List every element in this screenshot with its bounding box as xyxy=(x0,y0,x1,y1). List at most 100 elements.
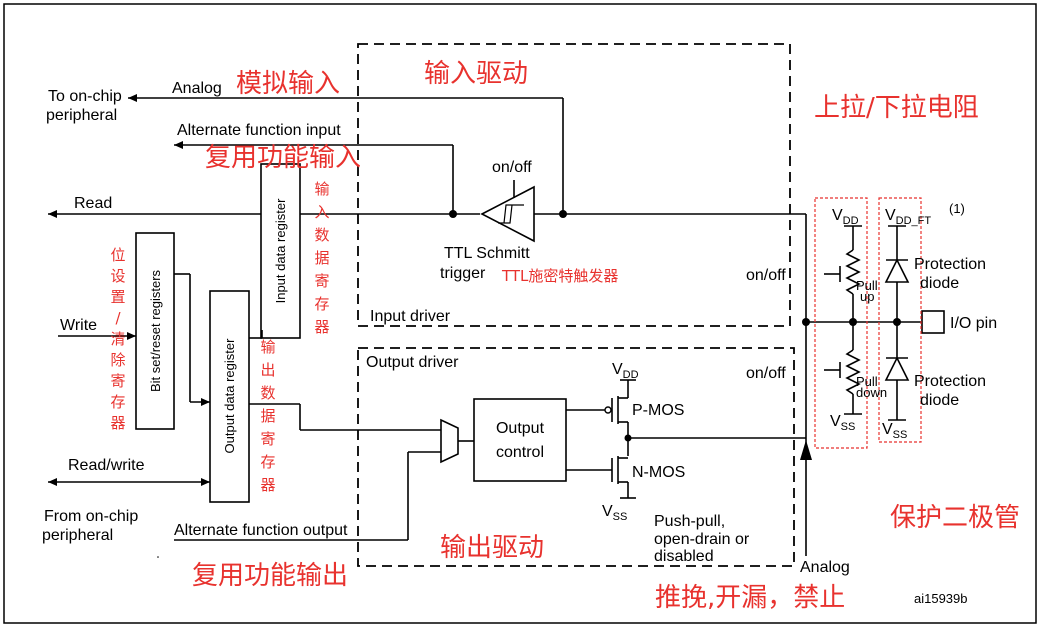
cn-output-data-register-char: 据 xyxy=(260,407,275,425)
pull-resistor-group xyxy=(814,197,868,449)
hysteresis-icon xyxy=(498,204,524,224)
cn-analog-input: 模拟输入 xyxy=(236,69,340,99)
pullup-on-off-label: on/off xyxy=(746,267,786,284)
pulldown-on-off-label: on/off xyxy=(746,365,786,382)
protection-diode-bottom-label-2: diode xyxy=(920,392,959,409)
output-driver-box xyxy=(357,347,795,567)
cn-output-data-register-char: 数 xyxy=(260,384,275,402)
cn-alt-func-output: 复用功能输出 xyxy=(192,561,348,591)
peripheral-top-label: peripheral xyxy=(46,107,117,124)
cn-input-data-register-char: 数 xyxy=(314,226,329,244)
output-data-register-box xyxy=(209,290,250,503)
outer-frame xyxy=(3,3,1037,624)
vdd-ft-note: (1) xyxy=(949,201,965,216)
push-pull-label-1: Push-pull, xyxy=(654,513,725,530)
vdd-pull-label: VDD xyxy=(832,207,859,227)
cn-protection-diode: 保护二极管 xyxy=(890,503,1020,533)
pullup-resistor xyxy=(845,249,861,295)
cn-output-data-register-char: 出 xyxy=(260,361,275,379)
ttl-schmitt-label: TTL Schmitt xyxy=(444,245,530,262)
cn-output-data-register-char: 器 xyxy=(260,476,275,494)
cn-output-data-register-char: 存 xyxy=(260,453,275,471)
alt-func-input-label: Alternate function input xyxy=(177,122,341,139)
protection-diode-bottom xyxy=(884,356,910,381)
input-driver-label: Input driver xyxy=(370,308,451,325)
protection-diode-top-label-1: Protection xyxy=(914,256,986,273)
pull-down-label-2: down xyxy=(856,385,887,400)
push-pull-label-3: disabled xyxy=(654,548,714,565)
pmos-label: P-MOS xyxy=(632,402,684,419)
junction-dot xyxy=(559,210,567,218)
trigger-label: trigger xyxy=(440,265,486,282)
output-control-label-2: control xyxy=(496,444,544,461)
pull-up-label-1: Pull xyxy=(856,278,878,293)
cn-output-data-register-char: 输 xyxy=(260,338,275,356)
cn-alt-func-input: 复用功能输入 xyxy=(205,143,361,173)
cn-input-data-register-char: 器 xyxy=(314,318,329,336)
output-control-label-1: Output xyxy=(496,420,545,437)
analog-arrow xyxy=(800,440,812,460)
cn-bit-set-reset-char: 设 xyxy=(110,267,125,285)
cn-input-drive: 输入驱动 xyxy=(424,59,528,89)
cn-bit-set-reset-char: / xyxy=(115,309,121,327)
protection-diode-group xyxy=(878,197,922,443)
input-data-register-label: Input data register xyxy=(273,198,288,303)
cn-bit-set-reset-char: 器 xyxy=(110,414,125,432)
pull-up-label-2: up xyxy=(860,289,874,304)
vss-out-label: VSS xyxy=(602,503,627,523)
cn-input-data-register-char: 存 xyxy=(314,295,329,313)
bit-set-reset-box xyxy=(135,232,175,430)
push-pull-label-2: open-drain or xyxy=(654,531,750,548)
output-data-register-label: Output data register xyxy=(222,338,237,454)
output-driver-label: Output driver xyxy=(366,354,459,371)
cn-bit-set-reset-char: 寄 xyxy=(110,372,125,390)
read-label: Read xyxy=(74,195,112,212)
cn-input-data-register-char: 入 xyxy=(314,203,329,221)
alt-func-output-label: Alternate function output xyxy=(174,522,348,539)
input-data-register-box xyxy=(260,163,301,339)
cn-bit-set-reset-char: 存 xyxy=(110,393,125,411)
cn-input-data-register-char: 输 xyxy=(314,180,329,198)
io-pin-label: I/O pin xyxy=(950,315,997,332)
input-driver-box xyxy=(357,43,791,327)
vdd-out-label: VDD xyxy=(612,361,639,381)
vss-pull-label: VSS xyxy=(830,413,855,433)
vss-prot-label: VSS xyxy=(882,421,907,441)
pmos-bubble xyxy=(604,406,612,414)
pull-down-label-1: Pull xyxy=(856,374,878,389)
dot-artifact xyxy=(157,556,159,558)
cn-ttl-schmitt: TTL施密特触发器 xyxy=(501,267,618,285)
cn-bit-set-reset-char: 置 xyxy=(110,288,125,306)
junction-dot xyxy=(449,210,457,218)
output-control-box xyxy=(473,398,567,482)
bit-set-reset-label: Bit set/reset registers xyxy=(148,269,163,392)
protection-diode-top xyxy=(884,258,910,283)
cn-push-pull-open-drain: 推挽,开漏，禁止 xyxy=(655,583,845,613)
cn-output-data-register-char: 寄 xyxy=(260,430,275,448)
schmitt-on-off-label: on/off xyxy=(492,159,532,176)
output-mux xyxy=(440,418,459,464)
pulldown-resistor xyxy=(845,349,861,395)
cn-input-data-register-char: 据 xyxy=(314,249,329,267)
cn-output-drive: 输出驱动 xyxy=(440,533,544,563)
schmitt-trigger-symbol xyxy=(480,185,535,243)
cn-bit-set-reset-char: 清 xyxy=(110,330,125,348)
analog-top-label: Analog xyxy=(172,80,222,97)
protection-diode-bottom-label-1: Protection xyxy=(914,373,986,390)
cn-input-data-register-char: 寄 xyxy=(314,272,329,290)
from-onchip-label: From on-chip xyxy=(44,508,138,525)
peripheral-bottom-label: peripheral xyxy=(42,527,113,544)
cn-bit-set-reset-char: 位 xyxy=(110,246,125,264)
write-label: Write xyxy=(60,317,97,334)
figure-ref-label: ai15939b xyxy=(914,591,968,606)
cn-bit-set-reset-char: 除 xyxy=(110,351,125,369)
protection-diode-top-label-2: diode xyxy=(920,275,959,292)
read-write-label: Read/write xyxy=(68,457,145,474)
io-pin-box xyxy=(921,310,945,334)
analog-bottom-label: Analog xyxy=(800,559,850,576)
to-onchip-label: To on-chip xyxy=(48,88,122,105)
vdd-ft-label: VDD_FT xyxy=(885,207,931,227)
